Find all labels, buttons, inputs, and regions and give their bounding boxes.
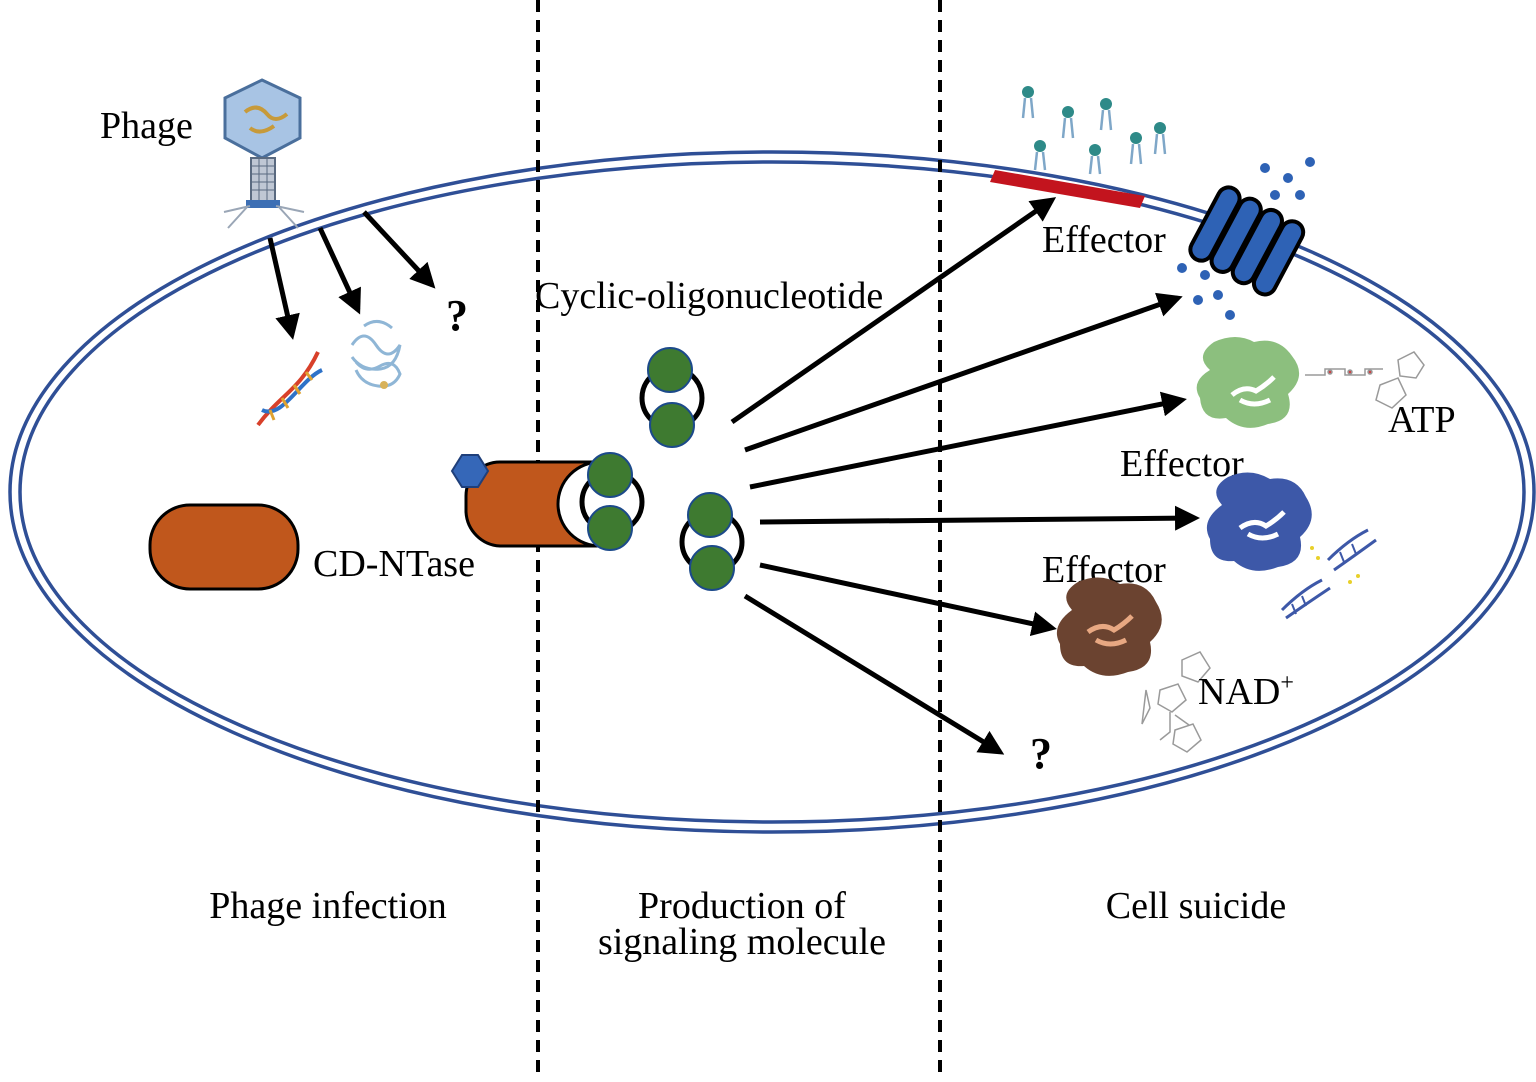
- atp-molecule-icon: [1305, 351, 1425, 409]
- phage-icon: [223, 78, 305, 229]
- effector-blue: [1206, 472, 1312, 571]
- section-production-line1: Production of: [638, 885, 846, 927]
- arrow-to-protein: [317, 226, 361, 315]
- question-mark-left: ?: [446, 291, 468, 340]
- arrow-to-unknown: [362, 210, 436, 289]
- effector-top-label: Effector: [1042, 219, 1166, 261]
- cyclic-nucleotide-top: [639, 347, 705, 448]
- cyclic-nucleotide-center: [679, 492, 745, 591]
- cyclic-nucleotide-bound: [579, 452, 645, 551]
- nad-superscript: +: [1280, 670, 1294, 696]
- cell-membrane: [8, 150, 1536, 834]
- membrane-damage: [990, 170, 1145, 208]
- effector-green: [1196, 337, 1300, 428]
- phage-label: Phage: [100, 105, 193, 147]
- arrow-to-dna: [267, 237, 300, 340]
- section-phage-infection: Phage infection: [209, 885, 446, 927]
- ion-channel-icon: [1177, 157, 1315, 320]
- effector-brown: [1056, 577, 1162, 676]
- dna-icon: [256, 351, 323, 427]
- hexagon-ligand: [450, 454, 490, 488]
- lipid-icon: [1021, 86, 1167, 175]
- cd-ntase-shape: [148, 503, 300, 591]
- section-production-line2: signaling molecule: [598, 921, 886, 963]
- cd-ntase-label: CD-NTase: [313, 543, 475, 585]
- cd-ntase-active: [450, 454, 601, 548]
- nad-text: NAD: [1198, 671, 1280, 713]
- question-mark-right: ?: [1030, 729, 1052, 778]
- dna-cleaved-icon: [1280, 528, 1377, 620]
- nad-molecule-icon: [1141, 651, 1211, 753]
- nad-label: NAD+: [1198, 670, 1294, 713]
- protein-icon: [350, 320, 402, 389]
- effector-arrows: [730, 197, 1200, 755]
- effector-middle-label: Effector: [1120, 443, 1244, 485]
- cyclic-oligonucleotide-label: Cyclic-oligonucleotide: [535, 275, 883, 317]
- section-cell-suicide: Cell suicide: [1106, 885, 1286, 927]
- atp-label: ATP: [1388, 399, 1456, 441]
